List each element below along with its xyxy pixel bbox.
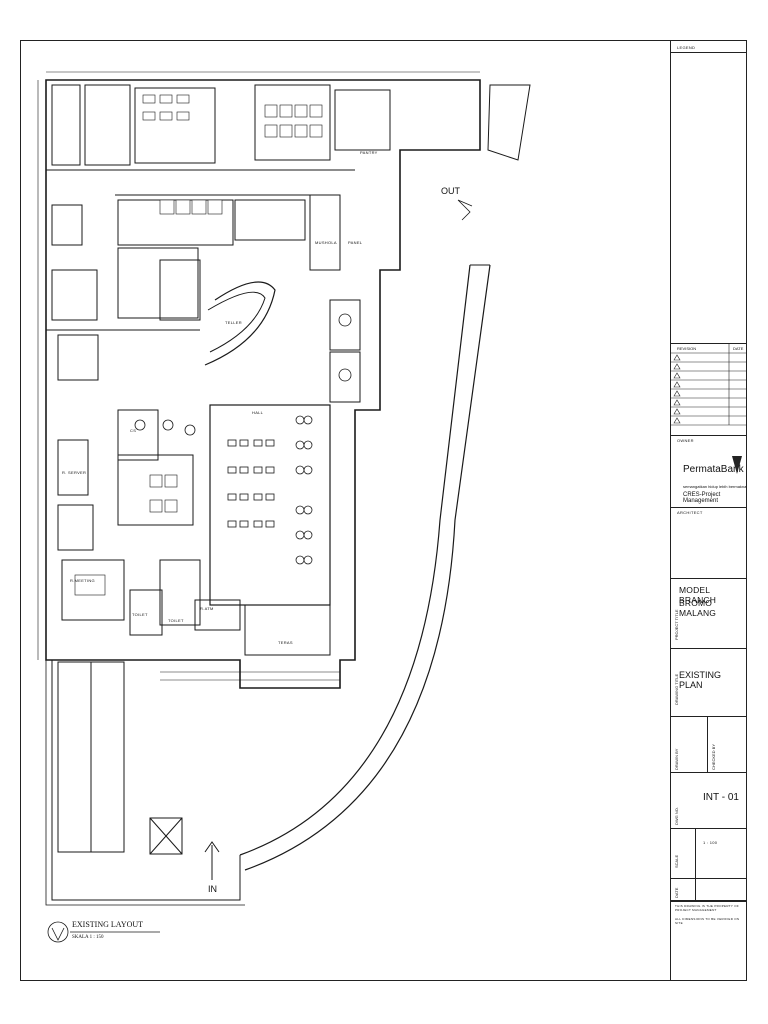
notes-divider: [671, 900, 747, 902]
revision-rows: [671, 343, 747, 426]
floor-plan: [37, 71, 531, 943]
scale-label: SCALE: [674, 854, 679, 868]
bank-logo-icon: [732, 456, 742, 474]
bank-name: PermataBank: [683, 464, 744, 475]
cres-label: CRES-Project Management: [683, 492, 721, 504]
checked-by-label: CHECKED BY: [711, 743, 716, 770]
drawn-by-divider: [671, 716, 747, 717]
drawing-sheet-border: [20, 40, 747, 981]
out-label: OUT: [441, 186, 460, 196]
drawing-title-divider: [671, 648, 747, 649]
scale-divider: [671, 828, 747, 829]
legend-divider: [671, 52, 747, 53]
owner-divider: [671, 435, 747, 436]
room-label-hall: HALL: [252, 410, 264, 415]
note-2: ALL DIMENSIONS TO BE VERIFIED ON SITE: [675, 917, 740, 925]
layout-title: EXISTING LAYOUT: [72, 920, 144, 929]
sheet-no-divider: [671, 772, 747, 773]
date-label: DATE: [674, 887, 679, 898]
revision-header: REVISION: [677, 346, 697, 351]
drawing-title: EXISTING PLAN: [679, 670, 722, 690]
title-block: LEGEND REVISION DATE OWNER PermataBank s…: [670, 40, 747, 981]
room-label-atm: R.ATM: [200, 606, 214, 611]
scale-value: 1 : 100: [703, 840, 718, 845]
room-label-cs: CS: [130, 428, 137, 433]
drawing-no-label: DWG NO.: [674, 807, 679, 825]
date-header: DATE: [733, 346, 744, 351]
room-label-toilet: TOILET: [132, 612, 148, 617]
owner-label: OWNER: [677, 438, 694, 443]
project-line-2: BROMO MALANG: [679, 598, 717, 618]
room-label-toilet-2: TOILET: [168, 618, 184, 623]
room-label-pantry: PANTRY: [360, 150, 378, 155]
drawn-by-label: DRAWN BY: [674, 748, 679, 770]
legend-label: LEGEND: [677, 45, 696, 50]
room-label-meeting: R.MEETING: [70, 578, 95, 583]
room-label-teras: TERAS: [278, 640, 293, 645]
note-1: THIS DRAWING IS THE PROPERTY OF PROJECT …: [675, 904, 740, 912]
sheet-number: INT - 01: [703, 792, 739, 803]
room-label-teller: TELLER: [225, 320, 242, 325]
bank-tagline: semangatkan hidup lebih bermakna: [683, 484, 747, 489]
in-label: IN: [208, 884, 217, 894]
project-line-1: MODEL BRANCH: [679, 585, 717, 605]
architect-divider: [671, 507, 747, 508]
revision-table-top: [671, 343, 747, 344]
architect-label: ARCHITECT: [677, 510, 703, 515]
room-label-server: R. SERVER: [62, 470, 87, 475]
date-divider: [671, 878, 747, 879]
layout-scale: SKALA 1 : 150: [72, 935, 104, 940]
project-divider: [671, 578, 747, 579]
room-label-mushola: MUSHOLA: [315, 240, 337, 245]
room-label-panel: PANEL: [348, 240, 363, 245]
